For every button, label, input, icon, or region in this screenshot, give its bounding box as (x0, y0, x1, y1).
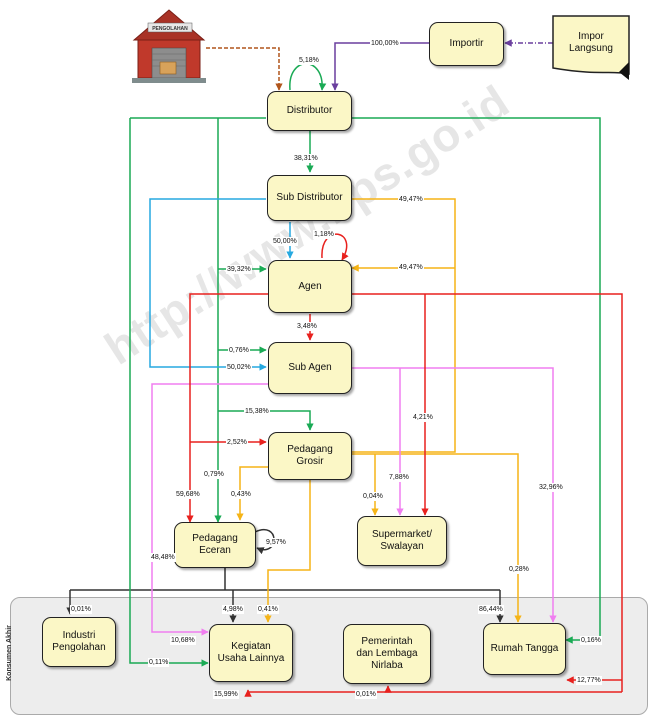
sub-agen-node: Sub Agen (268, 342, 352, 394)
label-5968: 59,68% (175, 490, 201, 499)
importir-node: Importir (429, 22, 504, 66)
label-grosir-252: 2,52% (226, 438, 248, 447)
label-eceran-self: 9,57% (265, 538, 287, 547)
pedagang-grosir-node: Pedagang Grosir (268, 432, 352, 480)
pink-flows (151, 367, 557, 636)
label-8644: 86,44% (478, 605, 504, 614)
distributor-node: Distributor (267, 91, 352, 131)
label-imp-dist: 100,00% (370, 39, 400, 48)
label-agen-subagen: 3,48% (296, 322, 318, 331)
label-4848: 48,48% (150, 553, 176, 562)
label-028: 0,28% (508, 565, 530, 574)
label-041: 0,41% (257, 605, 279, 614)
pemerintah-node: Pemerintah dan Lembaga Nirlaba (343, 624, 431, 684)
label-dist-self: 5,18% (298, 56, 320, 65)
factory-icon (132, 9, 206, 83)
label-dist-grosir: 15,38% (244, 407, 270, 416)
label-016: 0,16% (580, 636, 602, 645)
label-subdist-agen: 50,00% (272, 237, 298, 246)
rumah-tangga-node: Rumah Tangga (483, 623, 566, 675)
label-1599: 15,99% (213, 690, 239, 699)
label-788: 7,88% (388, 473, 410, 482)
label-subagen-076: 0,76% (228, 346, 250, 355)
supermarket-node: Supermarket/ Swalayan (357, 516, 447, 566)
brown-flow (206, 47, 283, 91)
label-079: 0,79% (203, 470, 225, 479)
label-3296: 32,96% (538, 483, 564, 492)
pedagang-eceran-node: Pedagang Eceran (174, 522, 256, 568)
sub-distributor-node: Sub Distributor (267, 175, 352, 221)
label-agen-self: 1,18% (313, 230, 335, 239)
label-001a: 0,01% (70, 605, 92, 614)
label-subdist-49: 49,47% (398, 195, 424, 204)
label-dist-subdist: 38,31% (293, 154, 319, 163)
factory-sign-text: PENGOLAHAN (152, 26, 188, 32)
impor-langsung-corner (619, 62, 629, 80)
label-498: 4,98% (222, 605, 244, 614)
red-flows (186, 233, 623, 697)
label-agen-49: 49,47% (398, 263, 424, 272)
label-004: 0,04% (362, 492, 384, 501)
kegiatan-usaha-node: Kegiatan Usaha Lainnya (209, 624, 293, 682)
label-dist-agen: 39,32% (226, 265, 252, 274)
label-043: 0,43% (230, 490, 252, 499)
agen-node: Agen (268, 260, 352, 313)
label-001b: 0,01% (355, 690, 377, 699)
label-011: 0,11% (148, 658, 170, 667)
label-subagen-5002: 50,02% (226, 363, 252, 372)
label-421: 4,21% (412, 413, 434, 422)
impor-langsung-node: Impor Langsung (569, 31, 613, 54)
industri-pengolahan-node: Industri Pengolahan (42, 617, 116, 667)
label-1068: 10,68% (170, 636, 196, 645)
label-1277: 12,77% (576, 676, 602, 685)
